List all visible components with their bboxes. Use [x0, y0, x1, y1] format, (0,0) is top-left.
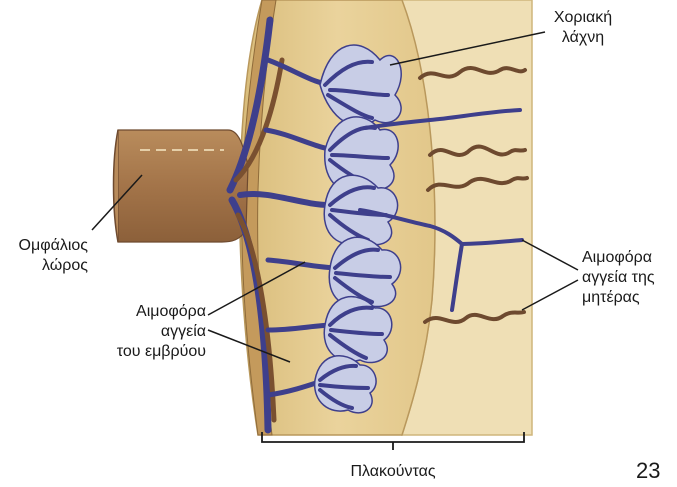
label-line: Αιμοφόρα: [582, 248, 674, 268]
label-line: Χοριακή: [528, 8, 638, 28]
label-maternal-vessels: Αιμοφόρα αγγεία της μητέρας: [582, 248, 674, 308]
label-line: Αιμοφόρα: [98, 302, 206, 322]
page-number: 23: [636, 458, 660, 484]
label-line: λάχνη: [528, 28, 638, 48]
label-line: μητέρας: [582, 288, 674, 308]
label-line: Ομφάλιος: [0, 236, 88, 256]
label-line: αγγεία: [98, 322, 206, 342]
label-line: αγγεία της: [582, 268, 674, 288]
label-line: του εμβρύου: [98, 342, 206, 362]
label-line: λώρος: [0, 256, 88, 276]
label-fetal-vessels: Αιμοφόρα αγγεία του εμβρύου: [98, 302, 206, 362]
label-chorionic-villus: Χοριακή λάχνη: [528, 8, 638, 48]
label-umbilical-cord: Ομφάλιος λώρος: [0, 236, 88, 276]
umbilical-cord-end: [114, 130, 119, 242]
label-line: Πλακούντας: [333, 462, 453, 482]
label-placenta: Πλακούντας: [333, 462, 453, 482]
